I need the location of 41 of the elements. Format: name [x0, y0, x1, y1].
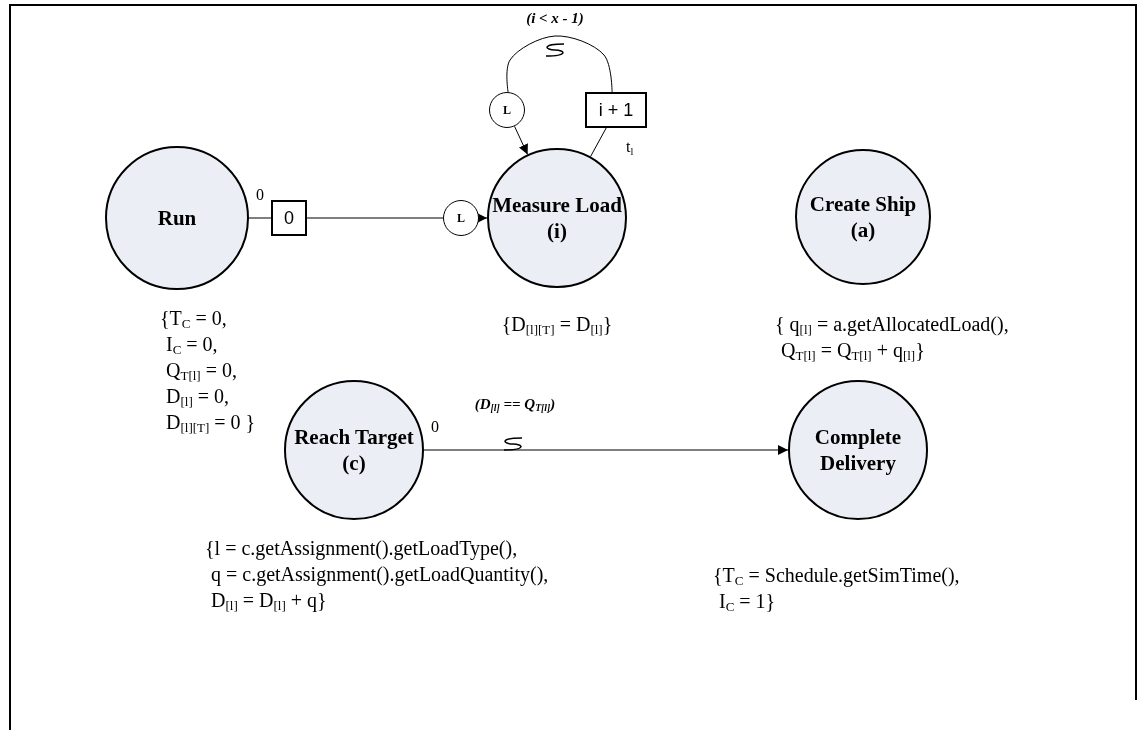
event-name: Complete Delivery [813, 424, 903, 476]
edge-label: (i < x - 1) [524, 9, 586, 27]
state-change-text: I$_{C}$ = 1} [718, 589, 776, 613]
event-name: Run [157, 205, 197, 231]
state-change-text: Q$_{T[l]}$ = Q$_{T[l]}$ + q$_{[l]}$} [780, 338, 925, 362]
state-change-text: D$_{[l]}$ = D$_{[l]}$ + q} [210, 588, 327, 612]
condition-text: L [503, 102, 511, 118]
event-name: (i) [547, 218, 567, 244]
parameter-text: i + 1 [598, 99, 634, 121]
arrow [477, 213, 488, 223]
arrow [423, 445, 789, 455]
event-name: (c) [342, 450, 366, 476]
connector-line [506, 35, 613, 93]
event-name: Measure Load [492, 192, 622, 218]
state-change-text: {T$_{C}$ = 0, [160, 306, 227, 330]
state-change-text: { q$_{[l]}$ = a.getAllocatedLoad(), [775, 312, 1009, 336]
condition-circle [489, 92, 525, 128]
delay-label: 0 [256, 186, 264, 204]
state-change-text: Q$_{T[l]}$ = 0, [165, 358, 237, 382]
connector-line [590, 127, 607, 158]
event-name: (a) [850, 217, 876, 243]
state-change-text: I$_{C}$ = 0, [165, 332, 218, 356]
delay-label: 0 [431, 418, 439, 436]
state-change-text: D$_{[l]}$ = 0, [165, 384, 229, 408]
condition-circle [443, 200, 479, 236]
state-change-text: {l = c.getAssignment().getLoadType(), [205, 536, 518, 560]
state-change-text: {D$_{[l][T]}$ = D$_{[l]}$} [501, 312, 613, 336]
state-change-text: D$_{[l][T]}$ = 0 } [165, 410, 256, 434]
connector-line [306, 217, 444, 219]
connector-line [248, 217, 272, 219]
event-name: Reach Target [294, 424, 414, 450]
parameter-box [271, 200, 307, 236]
arrow [514, 125, 529, 155]
event-name: Create Ship [809, 191, 917, 217]
state-change-text: {T$_{C}$ = Schedule.getSimTime(), [713, 563, 960, 587]
state-change-text: q = c.getAssignment().getLoadQuantity(), [210, 562, 549, 586]
edge-label: (D$_{[l]}$ == Q$_{T[l]}$) [472, 395, 558, 413]
condition-text: L [457, 210, 465, 226]
parameter-text: 0 [284, 207, 294, 229]
parameter-box [585, 92, 647, 128]
delay-label: t$_{l}$ [626, 138, 634, 156]
